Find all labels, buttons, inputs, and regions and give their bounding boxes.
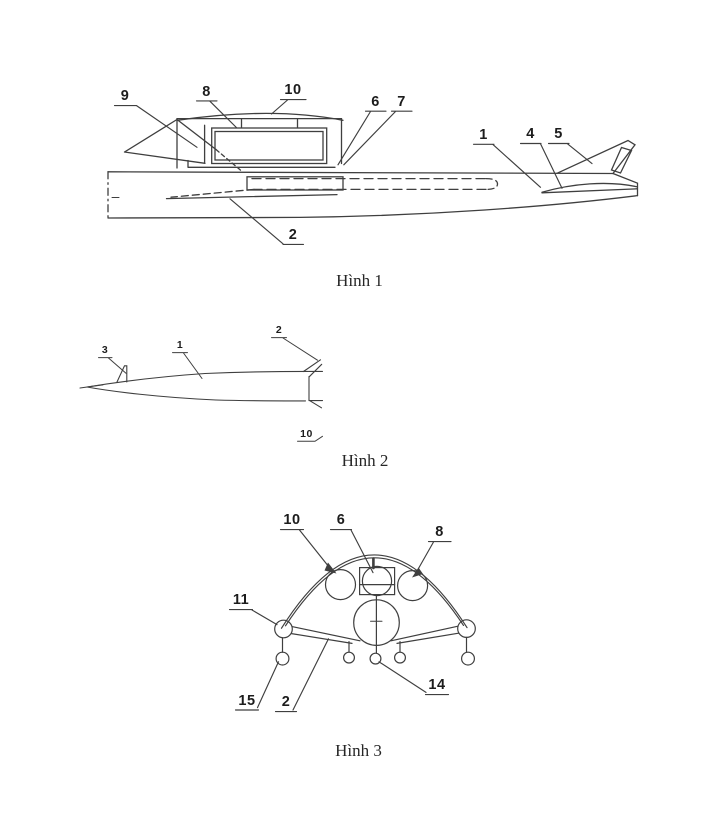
fig2-callout-3: 3 <box>101 344 109 356</box>
vertical-fin <box>556 139 636 175</box>
right-duct-circle <box>397 569 429 602</box>
right-wing-hub <box>457 619 476 638</box>
fig3-callout-10: 10 <box>283 512 301 528</box>
leader-3 <box>98 357 127 374</box>
figure-3-caption: Hình 3 <box>335 741 382 760</box>
left-wheel <box>275 651 290 666</box>
leader-9 <box>113 105 198 148</box>
leader-15 <box>234 661 280 711</box>
fig1-callout-7: 7 <box>397 93 406 110</box>
dome-outer-arc <box>280 554 468 629</box>
figure-3-leaders <box>228 529 452 713</box>
leader-1 <box>172 352 203 379</box>
tailplane-lower-line <box>541 188 638 194</box>
figure-3-cross-section <box>228 529 476 713</box>
fig1-callout-1: 1 <box>479 126 488 143</box>
leader-10 <box>270 99 307 115</box>
fig1-callout-2: 2 <box>288 226 298 243</box>
container-frame-inner <box>214 130 324 161</box>
container-frame-outer <box>211 127 328 165</box>
hidden-wing-edge <box>170 188 255 198</box>
fig1-callout-6: 6 <box>371 93 380 110</box>
nose-cone <box>123 118 206 164</box>
canopy-arc <box>176 112 344 121</box>
figure-2-caption: Hình 2 <box>341 451 389 470</box>
mid-left-wheel <box>343 651 356 664</box>
wing-section-lines <box>290 625 460 644</box>
fig2-callout-1: 1 <box>176 339 184 351</box>
leader-8 <box>195 100 238 129</box>
leader-2 <box>274 638 330 713</box>
fig3-callout-15: 15 <box>238 692 256 709</box>
fig3-callout-2: 2 <box>281 694 291 710</box>
leader-14 <box>378 661 450 696</box>
tailplane-upper-curve <box>541 182 638 193</box>
fig1-callout-10: 10 <box>284 82 302 98</box>
fuselage-top-line <box>107 171 614 175</box>
figure-1-caption: Hình 1 <box>336 271 383 290</box>
fig3-callout-6: 6 <box>336 512 346 528</box>
fig3-callout-14: 14 <box>428 677 446 693</box>
small-fin <box>116 365 128 383</box>
fig1-callout-8: 8 <box>202 83 211 100</box>
fig2-callout-10: 10 <box>300 427 313 440</box>
fig2-callout-2: 2 <box>275 324 283 336</box>
leader-1 <box>472 143 542 188</box>
figure-2-leaders <box>98 337 323 442</box>
nose-upper-contour <box>86 370 310 388</box>
leader-2 <box>229 198 305 245</box>
leader-6 <box>337 110 387 166</box>
fig1-callout-9: 9 <box>120 88 130 104</box>
center-duct-circle <box>361 565 393 597</box>
equipment-box <box>359 566 396 596</box>
canopy-divider-ticks <box>240 118 299 129</box>
leader-8-arrowhead <box>412 567 423 578</box>
figure-1-side-view <box>107 99 639 245</box>
wing-root-line <box>165 193 338 200</box>
leader-5 <box>547 142 593 165</box>
fig1-callout-5: 5 <box>554 125 563 142</box>
figure-1-leaders <box>113 99 593 245</box>
leader-10-arrowhead <box>324 562 337 574</box>
leader-7 <box>343 110 413 166</box>
cone-hidden-edge <box>215 148 243 172</box>
gear-struts <box>281 636 468 653</box>
rear-upper-contour <box>612 172 639 197</box>
container-base-line <box>187 159 336 168</box>
leader-10 <box>279 529 332 571</box>
flap-upper-lines <box>302 359 324 378</box>
hidden-payload-nose <box>485 177 499 191</box>
leader-2 <box>271 337 318 361</box>
fig1-callout-4: 4 <box>526 125 535 142</box>
rudder-panel <box>610 146 633 174</box>
fig3-callout-8: 8 <box>435 524 444 540</box>
fuselage-bottom-line <box>107 194 639 219</box>
leader-6 <box>329 529 374 574</box>
leader-8 <box>414 541 452 576</box>
leader-10 <box>297 435 323 442</box>
fig3-callout-11: 11 <box>232 592 250 608</box>
nose-probe <box>79 384 104 389</box>
flap-lower-lines <box>308 399 324 409</box>
mid-right-wheel <box>394 651 407 664</box>
cone-perspective-edge <box>176 118 217 151</box>
right-wheel <box>461 651 476 666</box>
left-wing-hub <box>274 619 293 639</box>
leader-11 <box>228 609 278 626</box>
figure-2-nose-view <box>79 337 324 442</box>
nose-lower-contour <box>86 386 307 402</box>
leader-4 <box>519 142 563 189</box>
left-duct-circle <box>324 568 357 601</box>
center-wheel <box>369 652 382 665</box>
container-outer-box <box>176 117 343 169</box>
